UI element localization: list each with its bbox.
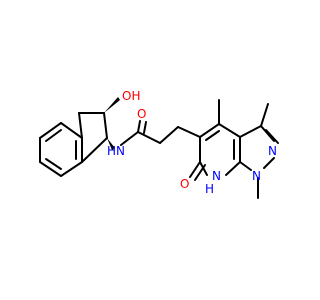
- bond: [225, 161, 241, 176]
- amide-nitrogen-label: N: [116, 144, 125, 158]
- bond: [265, 129, 279, 144]
- background: [0, 0, 300, 300]
- pyrazole-n1-label: N: [268, 144, 277, 158]
- molecule-structure: OH N H O O N H N N: [0, 0, 300, 300]
- ring-nitrogen-label: N: [212, 169, 221, 183]
- bond: [60, 122, 83, 139]
- bond: [81, 137, 108, 163]
- bond: [60, 161, 83, 177]
- bond: [263, 157, 275, 169]
- bond: [143, 121, 147, 134]
- bond-double-inner: [45, 158, 62, 170]
- amide-nitrogen-hydrogen: H: [107, 144, 116, 158]
- bond: [39, 161, 62, 177]
- hydroxyl-label: OH: [122, 89, 140, 103]
- bond: [137, 120, 141, 133]
- pyrazole-n2-label: N: [252, 169, 261, 183]
- bond: [239, 161, 252, 171]
- bond: [260, 103, 269, 127]
- bond: [159, 126, 179, 144]
- bond: [194, 164, 206, 181]
- bond-double-inner: [45, 129, 62, 142]
- ring-nitrogen-hydrogen: H: [205, 182, 214, 196]
- bond-double-inner: [205, 130, 220, 141]
- bond: [189, 161, 201, 178]
- bond: [239, 125, 262, 138]
- bond: [78, 112, 83, 139]
- bond: [177, 126, 201, 138]
- bond: [137, 131, 161, 144]
- atom-label-layer: OH N H O O N H N N: [107, 89, 277, 196]
- bond: [218, 123, 241, 138]
- bond: [103, 112, 108, 139]
- bond: [260, 125, 275, 142]
- wedge-bond: [107, 138, 115, 150]
- bond: [39, 122, 62, 139]
- bond: [199, 123, 220, 138]
- amide-oxygen-label: O: [137, 107, 146, 121]
- keto-oxygen-label: O: [180, 177, 189, 191]
- bond-layer: [39, 97, 279, 199]
- bond: [120, 131, 139, 146]
- wedge-bond: [104, 97, 120, 113]
